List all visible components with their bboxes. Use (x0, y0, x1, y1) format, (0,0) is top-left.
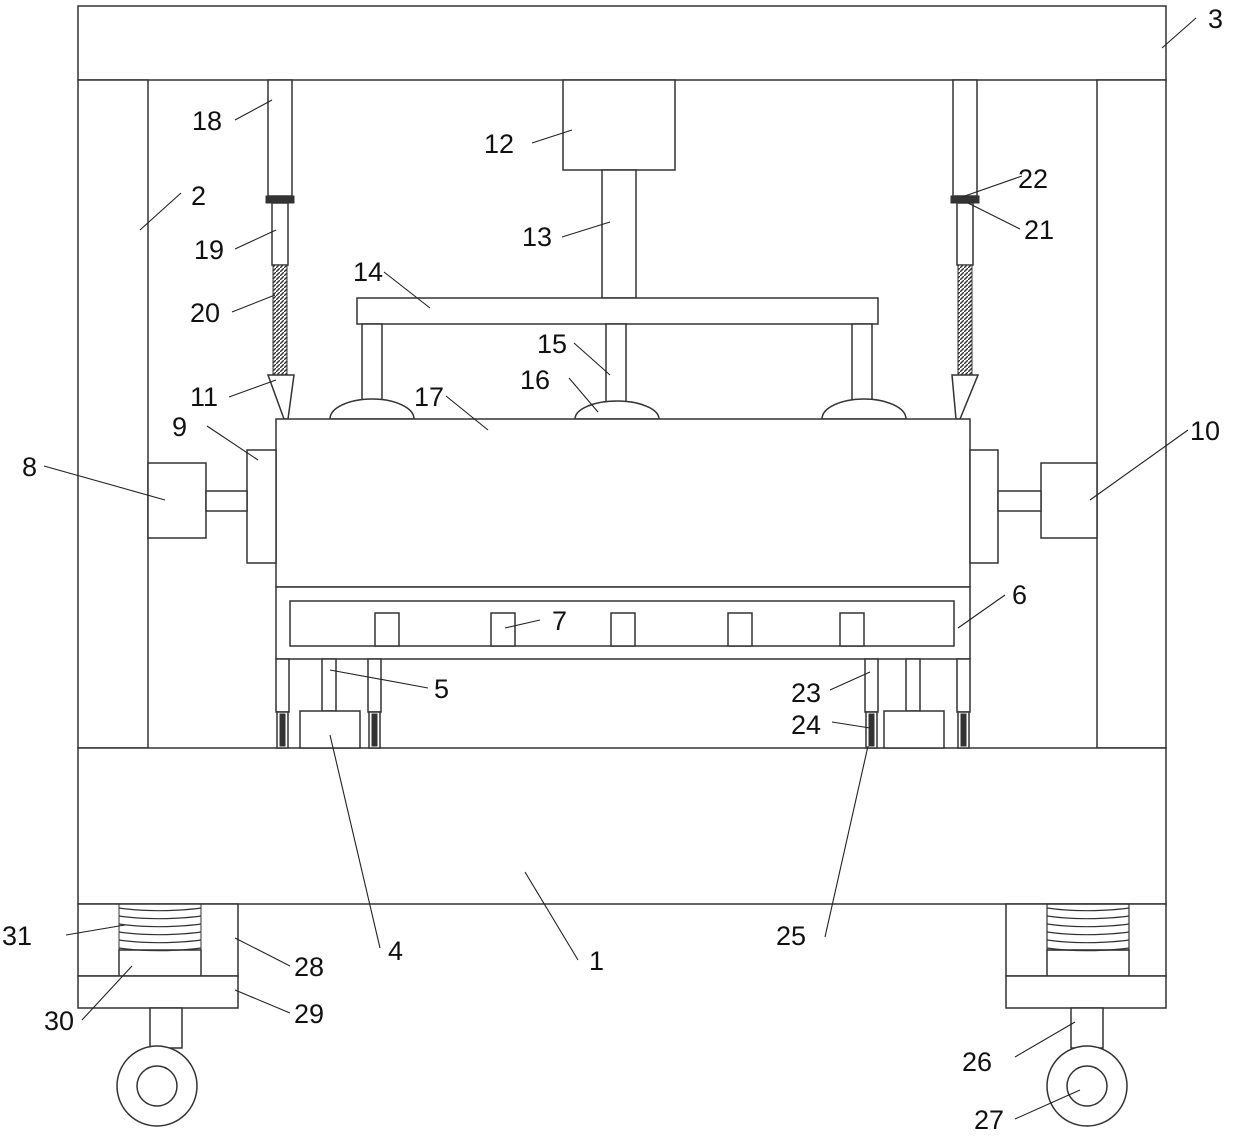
left-inner-rod (272, 203, 288, 265)
label-21: 21 (1024, 215, 1054, 245)
left-outer-post (78, 80, 148, 748)
left-clamp (266, 196, 294, 203)
left-bearing-block (247, 450, 276, 563)
label-28: 28 (294, 952, 324, 982)
right-caster-stem (1071, 1008, 1103, 1048)
main-box (276, 419, 970, 587)
label-6: 6 (1012, 580, 1027, 610)
left-side-motor (148, 463, 206, 538)
right-side-shaft (998, 491, 1041, 511)
label-5: 5 (434, 674, 449, 704)
label-27: 27 (974, 1105, 1004, 1135)
tray-block-2 (491, 613, 515, 646)
right-dome (822, 399, 906, 419)
label-7: 7 (552, 606, 567, 636)
crossbar (357, 298, 878, 324)
left-dome (330, 399, 414, 419)
label-20: 20 (190, 298, 220, 328)
label-30: 30 (44, 1006, 74, 1036)
top-motor (563, 80, 675, 170)
left-caster-stem (150, 1008, 182, 1048)
right-caster-block (1047, 950, 1129, 976)
right-inner-rod (957, 203, 973, 265)
right-clamp (951, 196, 979, 203)
left-drop-rod (362, 324, 382, 404)
left-caster-plate (78, 976, 238, 1008)
right-caster-plate (1006, 976, 1166, 1008)
left-support-base (300, 711, 360, 748)
tray-block-5 (840, 613, 864, 646)
tray-block-3 (611, 613, 635, 646)
label-23: 23 (791, 678, 821, 708)
label-19: 19 (194, 235, 224, 265)
right-outer-post (1097, 80, 1166, 748)
center-dome (575, 401, 659, 419)
label-31: 31 (2, 921, 32, 951)
label-22: 22 (1018, 164, 1048, 194)
tray-block-1 (375, 613, 399, 646)
left-upper-tube (268, 80, 292, 196)
motor-shaft (602, 170, 636, 298)
tray-block-4 (728, 613, 752, 646)
right-bearing-block (970, 450, 998, 563)
label-25: 25 (776, 921, 806, 951)
label-26: 26 (962, 1047, 992, 1077)
label-11: 11 (190, 382, 218, 412)
right-wheel-hub (1067, 1066, 1107, 1106)
left-side-shaft (206, 491, 247, 511)
label-24: 24 (791, 710, 821, 740)
label-3: 3 (1208, 4, 1223, 34)
label-29: 29 (294, 999, 324, 1029)
guide-rod-1 (276, 659, 289, 748)
label-2: 2 (191, 181, 206, 211)
right-upper-tube (953, 80, 977, 196)
right-support-base (884, 711, 944, 748)
base-body (78, 748, 1166, 904)
label-4: 4 (388, 936, 403, 966)
label-9: 9 (172, 412, 187, 442)
center-drop-rod (606, 324, 626, 404)
guide-rod-4 (957, 659, 970, 748)
right-support-rod (906, 659, 920, 711)
right-side-motor (1041, 463, 1097, 538)
left-caster-block (119, 950, 201, 976)
label-17: 17 (414, 382, 444, 412)
label-16: 16 (520, 365, 550, 395)
left-spring (273, 265, 287, 375)
label-15: 15 (537, 329, 567, 359)
label-10: 10 (1190, 416, 1220, 446)
right-spring (958, 265, 972, 375)
label-14: 14 (353, 257, 383, 287)
right-wedge (952, 375, 978, 419)
guide-rod-3 (865, 659, 878, 748)
label-1: 1 (589, 946, 604, 976)
guide-rod-2 (368, 659, 381, 748)
right-drop-rod (852, 324, 872, 404)
label-12: 12 (484, 129, 514, 159)
label-8: 8 (22, 452, 37, 482)
left-wheel-hub (137, 1066, 177, 1106)
label-13: 13 (522, 222, 552, 252)
label-18: 18 (192, 106, 222, 136)
left-support-rod (322, 659, 336, 711)
top-plate (78, 6, 1166, 80)
